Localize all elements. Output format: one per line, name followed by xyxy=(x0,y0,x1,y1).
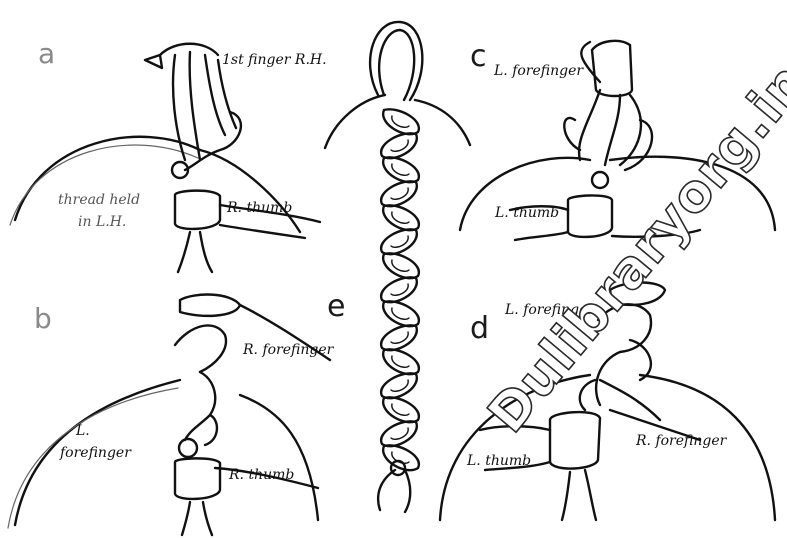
braid-link xyxy=(381,421,417,446)
braid-link-inner xyxy=(391,380,408,391)
panel-c-thumb xyxy=(568,195,612,236)
panel-c-thumb-label: L. thumb xyxy=(495,205,559,222)
panel-b-thread-right xyxy=(240,395,318,520)
braid-link-inner xyxy=(391,332,408,343)
panel-a-thread-right xyxy=(200,150,300,232)
braid-link xyxy=(383,349,419,374)
braid-link-inner xyxy=(392,116,409,127)
panel-b-r-forefinger-label: R. forefinger xyxy=(243,342,333,359)
panel-d-letter: d xyxy=(470,314,489,344)
panel-e-letter: e xyxy=(327,292,345,322)
panel-a-drawing xyxy=(10,44,320,272)
braid-link-inner xyxy=(392,404,409,415)
panel-d-thumb xyxy=(550,412,600,469)
braid-link xyxy=(383,253,419,278)
panel-e-drawing xyxy=(325,22,470,512)
braid-link-inner xyxy=(392,308,409,319)
braid-link-inner xyxy=(391,236,408,247)
braid-link-inner xyxy=(391,284,408,295)
braid-link xyxy=(381,277,417,302)
panel-b-knot xyxy=(179,439,197,457)
braid-link-inner xyxy=(392,356,409,367)
panel-a-thread-label-line1: thread held xyxy=(58,192,140,209)
panel-b-thumb-label: R. thumb xyxy=(229,467,294,484)
braid-link-inner xyxy=(392,260,409,271)
panel-b-letter: b xyxy=(34,305,52,333)
braid-link-inner xyxy=(391,188,408,199)
panel-d-thumb-label: L. thumb xyxy=(467,453,531,470)
panel-b-l-label-line2: forefinger xyxy=(60,445,131,462)
braid-link xyxy=(381,325,417,350)
panel-a-letter: a xyxy=(38,40,55,68)
panel-b-l-label-line1: L. xyxy=(76,423,90,440)
panel-c-forefinger-label: L. forefinger xyxy=(494,63,583,80)
braid-link xyxy=(381,181,417,206)
braid-link-inner xyxy=(392,164,409,175)
braid-link-inner xyxy=(391,428,408,439)
panel-a-thumb-label: R. thumb xyxy=(227,200,292,217)
panel-b-drawing xyxy=(8,295,330,535)
panel-b-thumb xyxy=(175,458,220,499)
braid-link xyxy=(381,229,417,254)
braid-link xyxy=(383,109,419,134)
braid-link-inner xyxy=(391,140,408,151)
braid-link xyxy=(381,133,417,158)
braid-link xyxy=(383,157,419,182)
braid-link xyxy=(381,373,417,398)
panel-c-letter: c xyxy=(470,42,487,72)
braid-link xyxy=(383,445,419,470)
braid-link xyxy=(383,205,419,230)
panel-c-knot xyxy=(592,172,608,188)
panel-a-finger-label: 1st finger R.H. xyxy=(222,52,327,69)
braid-link xyxy=(383,397,419,422)
panel-a-thread-label-line2: in L.H. xyxy=(78,214,126,231)
panel-c-forefinger xyxy=(592,41,632,96)
braid-link-inner xyxy=(392,212,409,223)
braid-chain xyxy=(381,109,419,470)
panel-b-r-forefinger xyxy=(180,295,240,316)
panel-d-r-forefinger-label: R. forefinger xyxy=(636,433,726,450)
panel-a-thumb xyxy=(175,191,220,229)
braid-link xyxy=(383,301,419,326)
